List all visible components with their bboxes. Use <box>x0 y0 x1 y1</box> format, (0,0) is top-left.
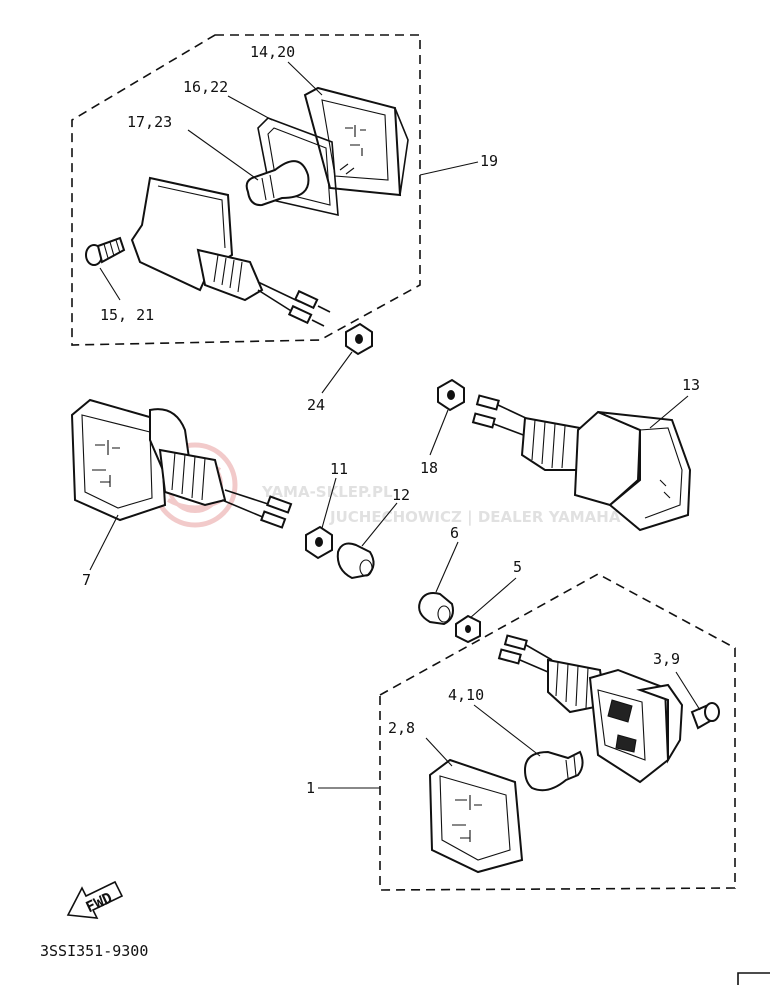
callout-5: 5 <box>513 558 522 576</box>
drawing-code: 3SSI351-9300 <box>40 942 148 960</box>
fwd-arrow-icon: FWD <box>66 880 124 919</box>
part-lens-upper <box>303 86 409 197</box>
callout-6: 6 <box>450 524 459 542</box>
callout-4-10: 4,10 <box>448 686 484 704</box>
callout-19: 19 <box>480 152 498 170</box>
part-bulb-lower <box>523 750 584 792</box>
part-grommet-12 <box>336 542 375 580</box>
callout-14-20: 14,20 <box>250 43 295 61</box>
callout-16-22: 16,22 <box>183 78 228 96</box>
callout-17-23: 17,23 <box>127 113 172 131</box>
callout-13: 13 <box>682 376 700 394</box>
part-turn-signal-right <box>437 378 692 532</box>
part-screw-lower <box>690 702 720 730</box>
callout-7: 7 <box>82 571 91 589</box>
part-gasket-upper <box>257 117 339 217</box>
callout-24: 24 <box>307 396 325 414</box>
leader-lines <box>89 61 701 789</box>
callout-1: 1 <box>306 779 315 797</box>
part-screw-upper <box>85 236 126 266</box>
callout-11: 11 <box>330 460 348 478</box>
part-turn-signal-left <box>70 398 293 529</box>
callout-15-21: 15, 21 <box>100 306 154 324</box>
watermark-tagline: JUCHECHOWICZ | DEALER YAMAHA <box>329 508 621 527</box>
callout-12: 12 <box>392 486 410 504</box>
callout-2-8: 2,8 <box>388 719 415 737</box>
part-housing-lower <box>497 634 684 784</box>
callout-18: 18 <box>420 459 438 477</box>
group-outline-lower <box>379 573 736 891</box>
watermark-brand: YAMA-SKLEP.PL <box>261 483 393 501</box>
part-nut-24 <box>345 322 373 356</box>
part-housing-upper <box>130 176 331 327</box>
callout-3-9: 3,9 <box>653 650 680 668</box>
part-grommet-6 <box>418 592 454 626</box>
group-outline-upper <box>71 34 421 346</box>
corner-mark <box>737 972 770 985</box>
part-nut-5 <box>455 614 481 644</box>
part-lens-lower <box>428 758 524 874</box>
fwd-label: FWD <box>83 889 115 917</box>
part-nut-11 <box>305 525 333 560</box>
part-bulb-upper <box>245 160 310 207</box>
